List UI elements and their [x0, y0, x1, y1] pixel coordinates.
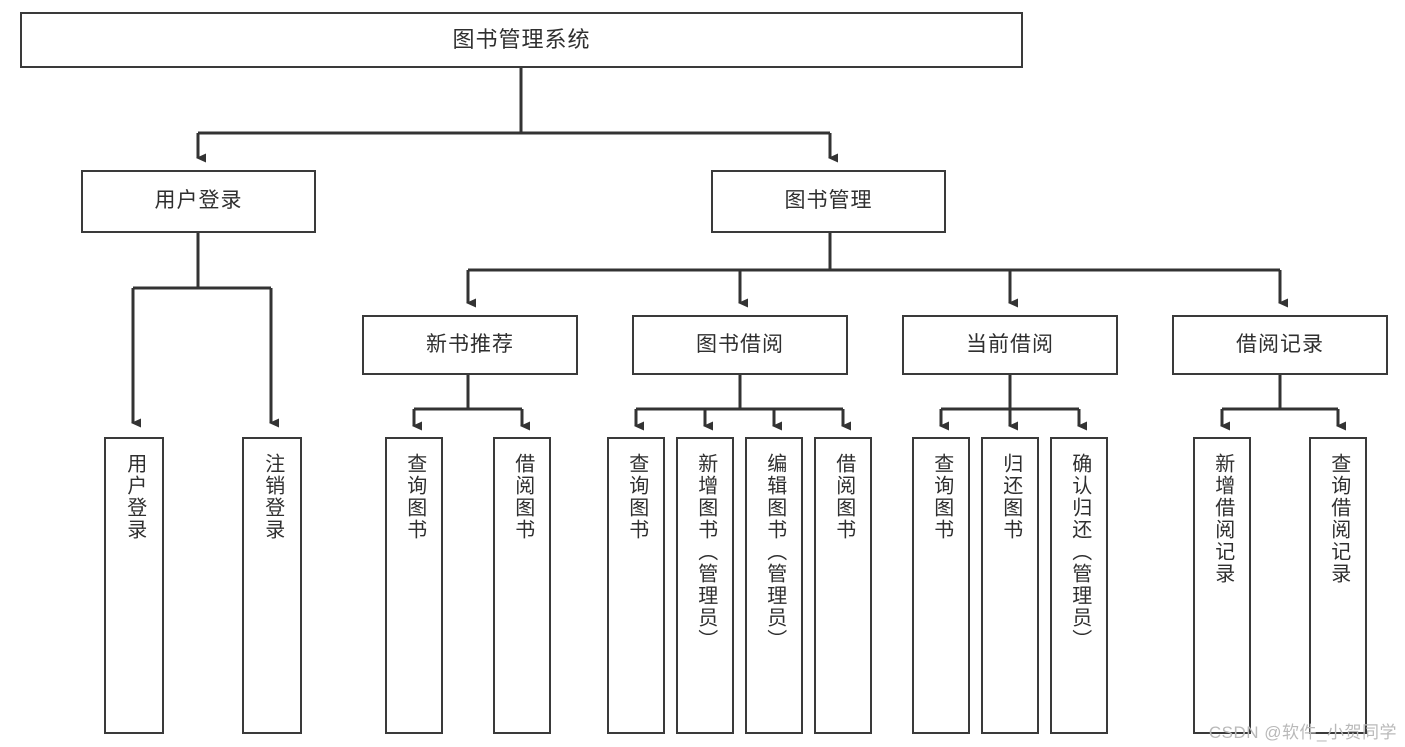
node-label: 图书管理系统 — [452, 27, 591, 53]
node-leaf-borrow-add-book-admin[interactable]: 新增图书（管理员） — [676, 437, 734, 734]
node-borrow-record[interactable]: 借阅记录 — [1172, 315, 1388, 375]
node-label: 新增借阅记录 — [1211, 453, 1234, 585]
node-label: 图书借阅 — [696, 332, 784, 356]
node-book-borrow[interactable]: 图书借阅 — [632, 315, 848, 375]
node-leaf-borrow-borrow-book[interactable]: 借阅图书 — [814, 437, 872, 734]
node-leaf-record-query-record[interactable]: 查询借阅记录 — [1309, 437, 1367, 734]
node-new-book-recommend[interactable]: 新书推荐 — [362, 315, 578, 375]
node-label: 注销登录 — [261, 453, 284, 541]
node-leaf-recommend-query-book[interactable]: 查询图书 — [385, 437, 443, 734]
node-label: 查询图书 — [930, 453, 953, 541]
node-label: 查询图书 — [625, 453, 648, 541]
node-label: 确认归还（管理员） — [1068, 453, 1091, 651]
node-leaf-borrow-query-book[interactable]: 查询图书 — [607, 437, 665, 734]
node-label: 借阅图书 — [511, 453, 534, 541]
node-leaf-user-login[interactable]: 用户登录 — [104, 437, 164, 734]
node-leaf-recommend-borrow-book[interactable]: 借阅图书 — [493, 437, 551, 734]
watermark-text: CSDN @软件_小贺同学 — [1208, 723, 1397, 742]
node-leaf-current-confirm-return-admin[interactable]: 确认归还（管理员） — [1050, 437, 1108, 734]
node-label: 用户登录 — [154, 189, 243, 213]
node-label: 用户登录 — [123, 453, 146, 541]
node-user-login[interactable]: 用户登录 — [81, 170, 316, 233]
node-label: 编辑图书（管理员） — [763, 453, 786, 651]
node-label: 图书管理 — [784, 189, 873, 213]
node-current-borrow[interactable]: 当前借阅 — [902, 315, 1118, 375]
node-label: 归还图书 — [999, 453, 1022, 541]
node-label: 查询图书 — [403, 453, 426, 541]
node-leaf-record-add-record[interactable]: 新增借阅记录 — [1193, 437, 1251, 734]
node-label: 当前借阅 — [966, 332, 1054, 356]
node-label: 新书推荐 — [426, 332, 514, 356]
node-label: 新增图书（管理员） — [694, 453, 717, 651]
node-label: 借阅记录 — [1236, 332, 1324, 356]
node-label: 借阅图书 — [832, 453, 855, 541]
node-book-management[interactable]: 图书管理 — [711, 170, 946, 233]
node-leaf-borrow-edit-book-admin[interactable]: 编辑图书（管理员） — [745, 437, 803, 734]
node-label: 查询借阅记录 — [1327, 453, 1350, 585]
node-leaf-current-return-book[interactable]: 归还图书 — [981, 437, 1039, 734]
node-leaf-current-query-book[interactable]: 查询图书 — [912, 437, 970, 734]
node-leaf-user-logout[interactable]: 注销登录 — [242, 437, 302, 734]
node-root-system[interactable]: 图书管理系统 — [20, 12, 1023, 68]
